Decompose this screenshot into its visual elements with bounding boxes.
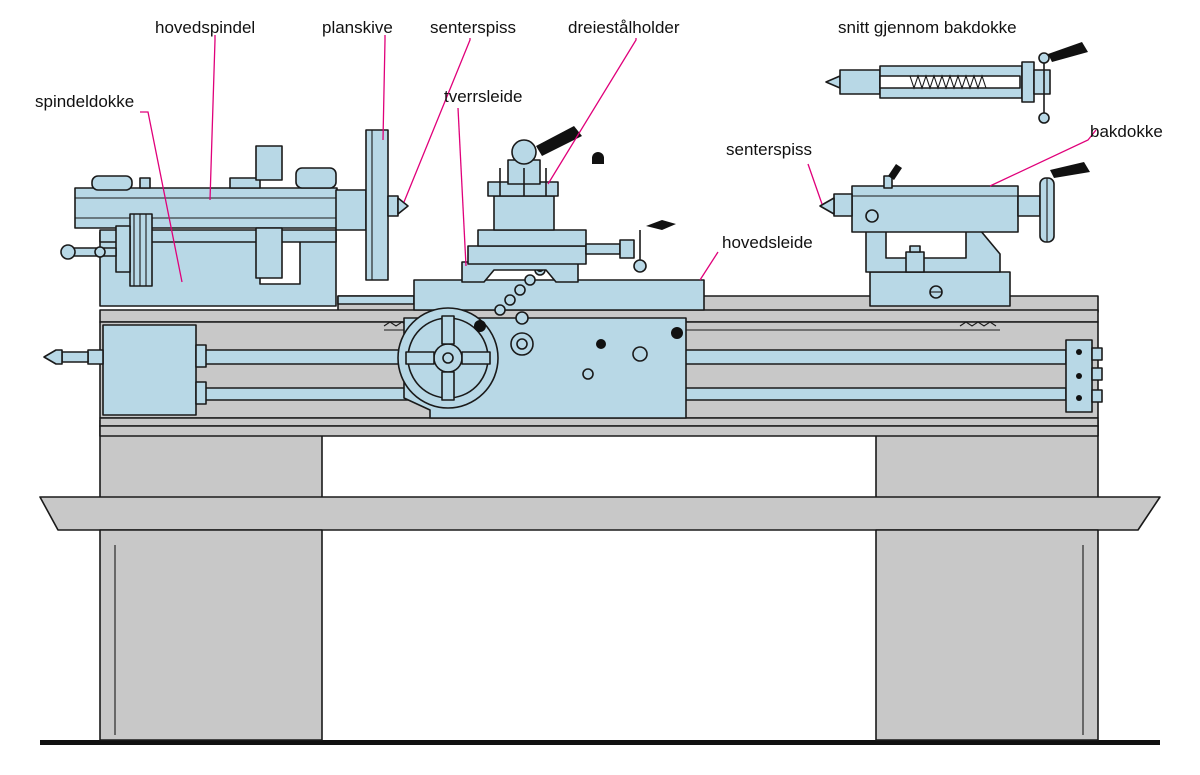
floor-line [40, 740, 1160, 745]
label-planskive: planskive [322, 18, 393, 37]
cross-slide [461, 126, 676, 283]
label-hovedsleide: hovedsleide [722, 233, 813, 252]
carriage [397, 264, 705, 419]
headstock [60, 129, 415, 307]
label-snitt-gjennom-bakdokke: snitt gjennom bakdokke [838, 18, 1017, 37]
label-tverrsleide: tverrsleide [444, 87, 522, 106]
label-hovedspindel: hovedspindel [155, 18, 255, 37]
tailstock [819, 162, 1090, 307]
labels: hovedspindel planskive senterspiss dreie… [35, 18, 1163, 252]
machine-stand [39, 419, 1161, 741]
gearbox [43, 324, 207, 416]
label-senterspiss-right: senterspiss [726, 140, 812, 159]
leader-lines [140, 35, 1097, 283]
label-dreiestalholder: dreiestålholder [568, 18, 680, 37]
label-spindeldokke: spindeldokke [35, 92, 134, 111]
label-bakdokke: bakdokke [1090, 122, 1163, 141]
tailstock-section [825, 42, 1088, 124]
label-senterspiss-left: senterspiss [430, 18, 516, 37]
